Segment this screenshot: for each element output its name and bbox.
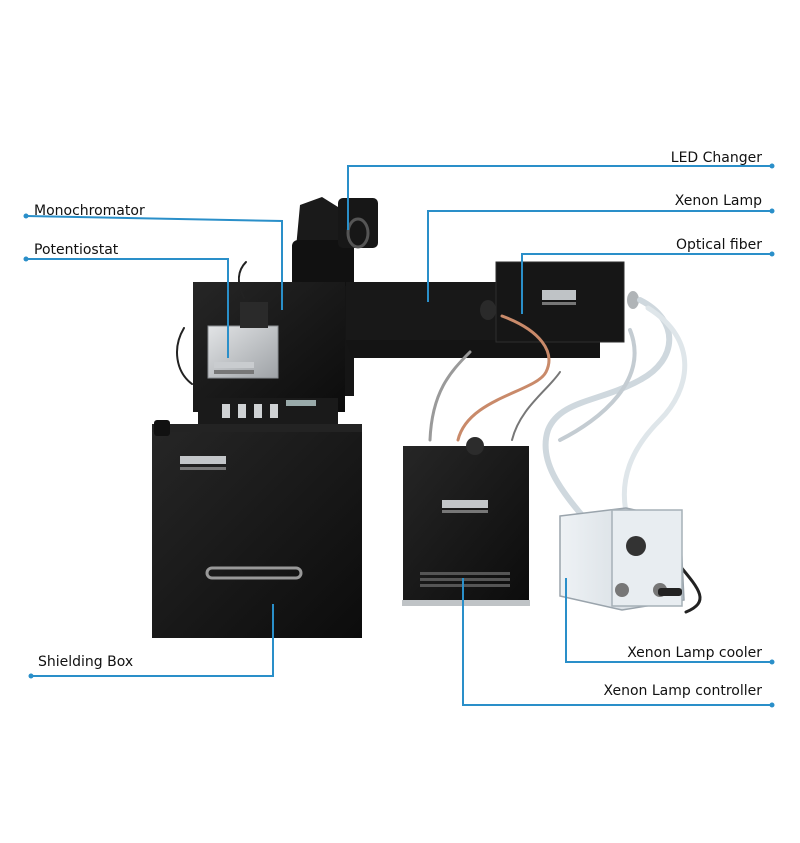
cables <box>176 261 702 614</box>
label-potentiostat: Potentiostat <box>34 242 119 258</box>
label-monochromator: Monochromator <box>34 203 145 219</box>
label-xenon-lamp-controller: Xenon Lamp controller <box>603 683 762 699</box>
label-shielding-box: Shielding Box <box>38 654 134 670</box>
leader-line-monochromator <box>25 215 283 310</box>
shielding-box-device <box>152 420 362 638</box>
leader-line-potentiostat <box>26 258 229 358</box>
leader-line-xenon-lamp-controller <box>462 578 772 706</box>
leader-dot-led-changer <box>769 163 775 169</box>
leader-endpoints <box>23 163 775 708</box>
label-led-changer: LED Changer <box>670 150 762 166</box>
leader-dot-optical-fiber <box>769 251 775 257</box>
xenon-lamp-cooler-device <box>559 507 685 611</box>
leader-dot-shielding-box <box>28 673 34 679</box>
leader-lines <box>25 165 772 706</box>
label-optical-fiber: Optical fiber <box>676 237 762 253</box>
xenon-lamp-device <box>346 261 639 358</box>
leader-line-led-changer <box>347 165 772 230</box>
leader-dot-monochromator <box>23 213 29 219</box>
leader-dot-xenon-lamp <box>769 208 775 214</box>
leader-line-shielding-box <box>31 604 274 677</box>
leader-dot-potentiostat <box>23 256 29 262</box>
leader-line-optical-fiber <box>521 253 772 314</box>
leader-dot-xenon-lamp-controller <box>769 702 775 708</box>
leader-line-xenon-lamp <box>427 210 772 302</box>
label-xenon-lamp: Xenon Lamp <box>674 193 762 209</box>
xenon-lamp-controller-device <box>402 437 530 606</box>
leader-dot-xenon-lamp-cooler <box>769 659 775 665</box>
leader-line-xenon-lamp-cooler <box>565 578 772 663</box>
label-xenon-lamp-cooler: Xenon Lamp cooler <box>627 645 762 661</box>
potentiostat-device <box>207 302 316 418</box>
